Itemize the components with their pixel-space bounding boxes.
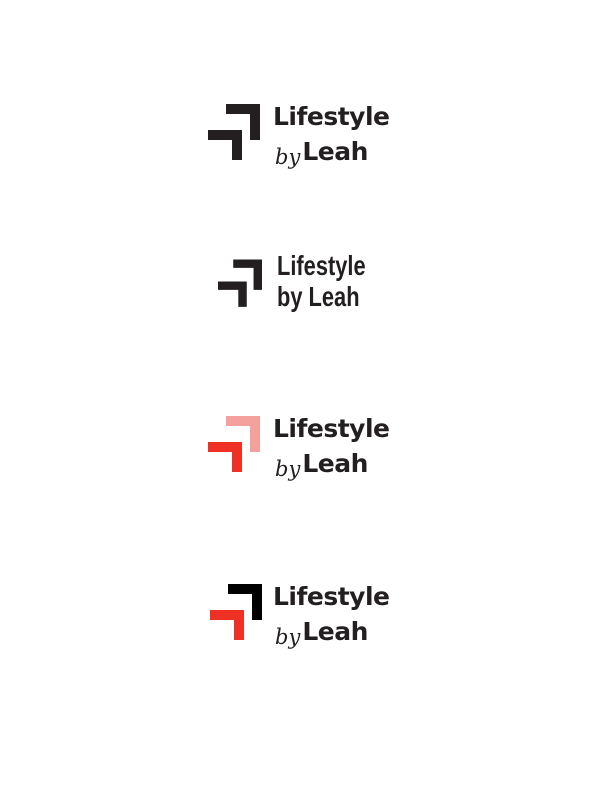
- brand-line-2: byLeah: [275, 449, 368, 480]
- brand-line-1: Lifestyle: [273, 414, 390, 443]
- brand-name: Leah: [302, 137, 368, 166]
- bracket-bottom: [208, 442, 242, 472]
- brand-by: by: [275, 145, 301, 169]
- logo-pink-red-script: Lifestyle byLeah: [208, 414, 390, 486]
- brand-by: by: [275, 457, 301, 481]
- brand-line-1: Lifestyle: [273, 102, 390, 131]
- brand-line-2: by Leah: [277, 281, 360, 312]
- brand-line-2: byLeah: [275, 137, 368, 168]
- corner-brackets-icon: [208, 104, 260, 160]
- corner-brackets-icon: [208, 416, 260, 472]
- bracket-bottom: [210, 610, 244, 640]
- bracket-top: [228, 584, 262, 620]
- brand-name: Leah: [302, 449, 368, 478]
- corner-brackets-icon: [210, 584, 262, 640]
- brand-by: by: [275, 625, 301, 649]
- bracket-top: [226, 416, 260, 452]
- brand-line-1: Lifestyle: [273, 582, 390, 611]
- brand-line-2: byLeah: [275, 617, 368, 648]
- bracket-bottom: [218, 281, 247, 307]
- brand-name: Leah: [302, 617, 368, 646]
- logo-black-script: Lifestyle byLeah: [208, 102, 390, 174]
- bracket-top: [226, 104, 260, 140]
- bracket-bottom: [208, 130, 242, 160]
- bracket-top: [233, 259, 262, 290]
- brand-line-1: Lifestyle: [277, 250, 366, 281]
- logo-black-condensed: Lifestyle by Leah: [218, 252, 388, 314]
- corner-brackets-icon: [218, 259, 262, 307]
- logo-black-red-script: Lifestyle byLeah: [208, 582, 390, 654]
